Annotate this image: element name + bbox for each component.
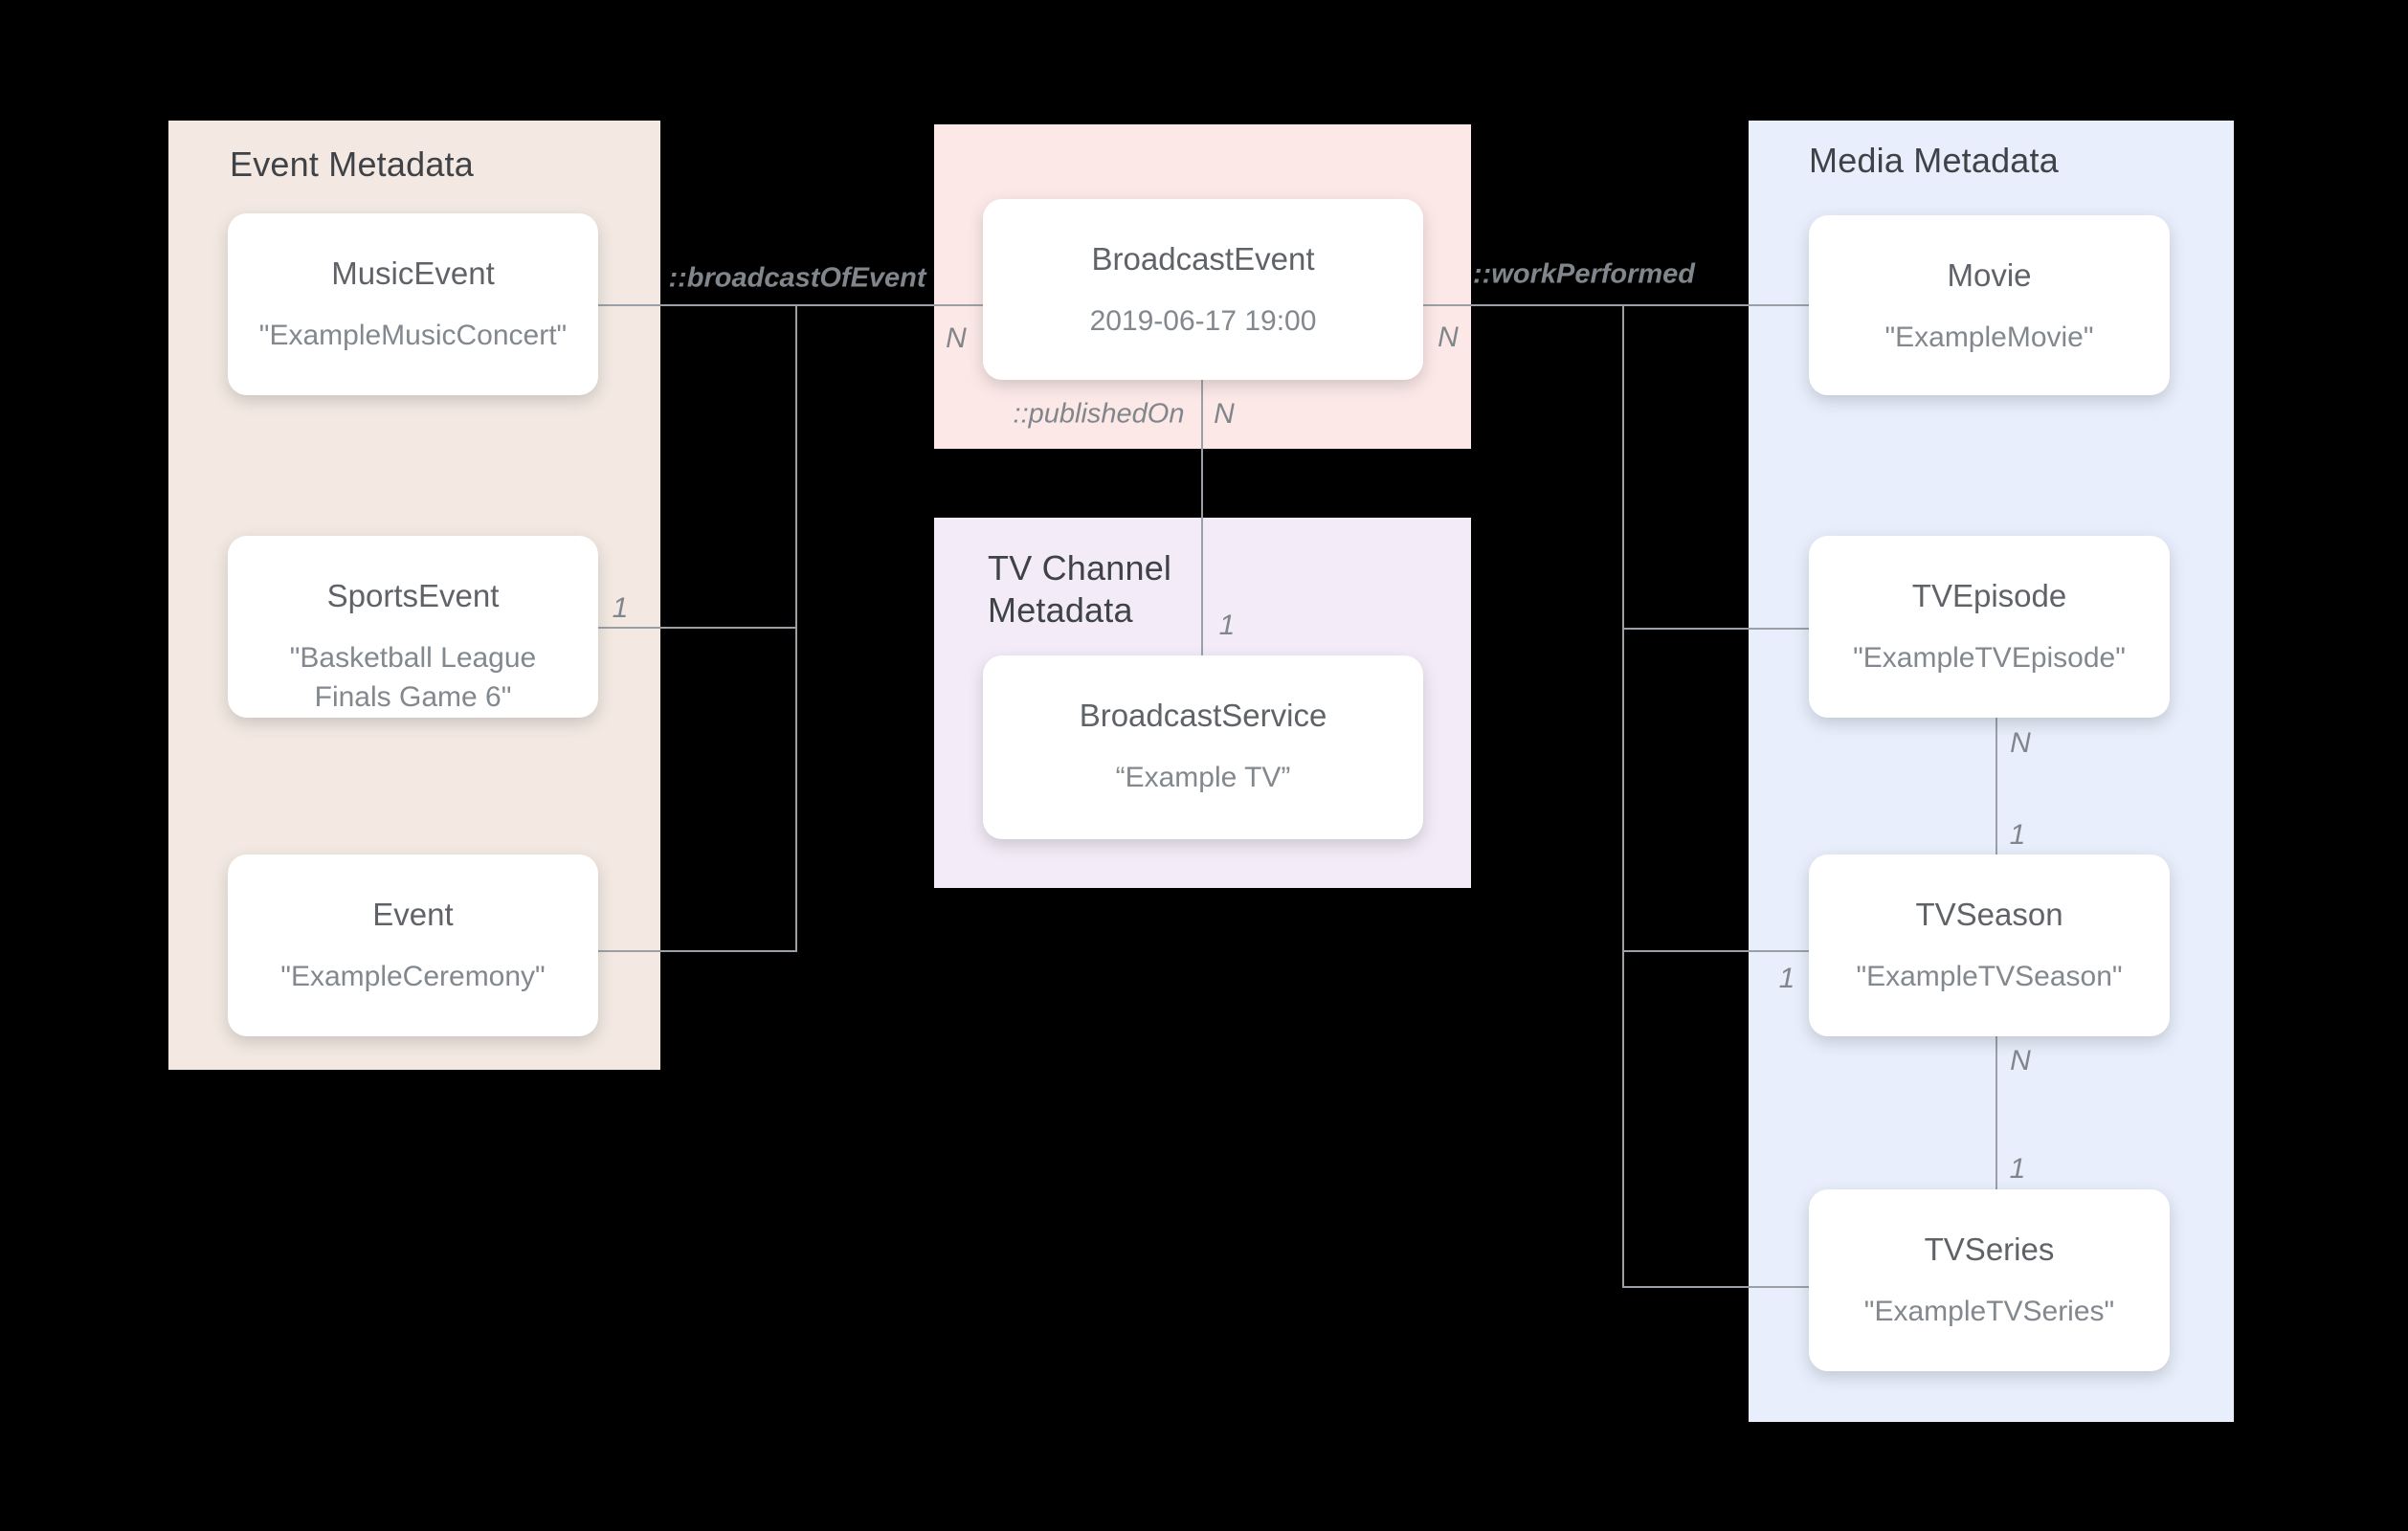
tvseries-node: TVSeries "ExampleTVSeries" <box>1809 1189 2170 1371</box>
cardinality-tvseason-1: 1 <box>1778 963 1795 994</box>
cardinality-episode-season-n: N <box>2010 727 2031 759</box>
cardinality-workperformed-n: N <box>1438 322 1459 353</box>
connector-junction-tvepisode <box>1622 628 1809 630</box>
cardinality-season-series-1: 1 <box>2009 1153 2026 1185</box>
tvepisode-node: TVEpisode "ExampleTVEpisode" <box>1809 536 2170 718</box>
musicevent-example: "ExampleMusicConcert" <box>258 320 568 351</box>
broadcastevent-datetime: 2019-06-17 19:00 <box>1089 305 1317 337</box>
broadcastservice-title: BroadcastService <box>1079 698 1327 733</box>
connector-broadcastevent-movie <box>1423 304 1809 306</box>
musicevent-node: MusicEvent "ExampleMusicConcert" <box>228 213 598 395</box>
publishedon-relationship-label: ::publishedOn <box>1013 398 1185 430</box>
connector-sportsevent-junction <box>598 627 797 629</box>
broadcastevent-title: BroadcastEvent <box>1091 241 1315 277</box>
tvseries-example: "ExampleTVSeries" <box>1863 1296 2115 1327</box>
sportsevent-title: SportsEvent <box>326 578 500 613</box>
workperformed-relationship-label: ::workPerformed <box>1472 258 1696 290</box>
event-node: Event "ExampleCeremony" <box>228 854 598 1036</box>
movie-node: Movie "ExampleMovie" <box>1809 215 2170 395</box>
tvepisode-example: "ExampleTVEpisode" <box>1853 642 2126 674</box>
broadcastofevent-relationship-label: ::broadcastOfEvent <box>668 262 926 294</box>
broadcastevent-node: BroadcastEvent 2019-06-17 19:00 <box>983 199 1423 380</box>
cardinality-episode-season-1: 1 <box>2009 819 2026 851</box>
movie-example: "ExampleMovie" <box>1884 322 2094 353</box>
connector-tvepisode-tvseason <box>1996 718 1997 854</box>
sportsevent-example: "Basketball League Finals Game 6" <box>289 642 537 713</box>
tv-channel-metadata-title: TV Channel Metadata <box>988 548 1172 630</box>
connector-musicevent-broadcastevent <box>598 304 983 306</box>
event-title: Event <box>372 897 454 932</box>
media-metadata-title: Media Metadata <box>1809 141 2059 180</box>
tvseason-example: "ExampleTVSeason" <box>1856 961 2123 992</box>
sportsevent-node: SportsEvent "Basketball League Finals Ga… <box>228 536 598 718</box>
tvseries-title: TVSeries <box>1924 1231 2055 1267</box>
connector-tvseason-tvseries <box>1996 1036 1997 1189</box>
event-metadata-title: Event Metadata <box>230 144 474 184</box>
cardinality-publishedon-n: N <box>1214 398 1235 430</box>
broadcastservice-node: BroadcastService “Example TV” <box>983 655 1423 839</box>
tvepisode-title: TVEpisode <box>1911 578 2067 613</box>
connector-right-junction-vertical <box>1622 304 1624 1288</box>
cardinality-season-series-n: N <box>2010 1045 2031 1076</box>
movie-title: Movie <box>1947 257 2032 293</box>
broadcastservice-example: “Example TV” <box>1115 762 1291 793</box>
cardinality-sportsevent-1: 1 <box>612 592 629 624</box>
connector-junction-tvseries <box>1622 1286 1809 1288</box>
cardinality-broadcastofevent-n: N <box>946 322 967 354</box>
connector-junction-tvseason <box>1622 950 1809 952</box>
tvseason-title: TVSeason <box>1915 897 2063 932</box>
cardinality-publishedon-1: 1 <box>1218 610 1236 641</box>
musicevent-title: MusicEvent <box>331 255 495 291</box>
tvseason-node: TVSeason "ExampleTVSeason" <box>1809 854 2170 1036</box>
connector-broadcastevent-broadcastservice <box>1201 380 1203 655</box>
connector-event-junction <box>598 950 797 952</box>
event-example: "ExampleCeremony" <box>280 961 546 992</box>
